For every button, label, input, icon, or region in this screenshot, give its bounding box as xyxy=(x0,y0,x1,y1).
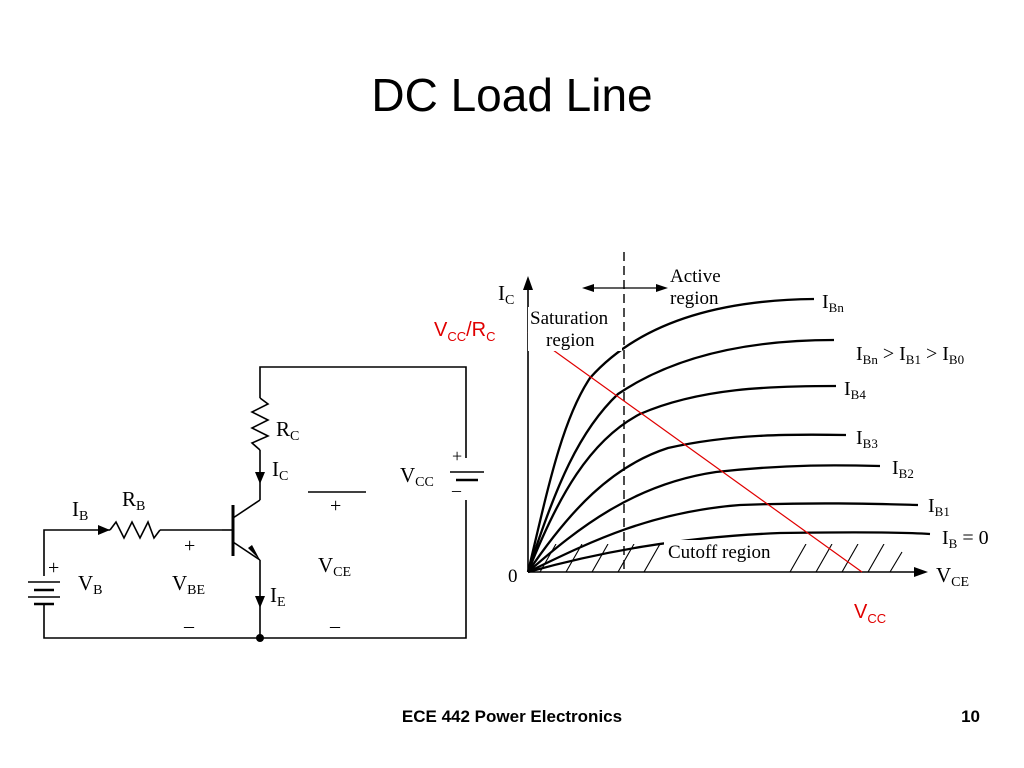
vce-minus: – xyxy=(329,615,341,637)
active-arrow-left-head xyxy=(582,284,594,292)
saturation-label-bg xyxy=(528,307,622,351)
vcc-label: VCC xyxy=(400,463,434,490)
saturation-region-label-1: Saturation xyxy=(530,308,609,329)
vb-battery xyxy=(28,581,60,606)
curve-ib2 xyxy=(527,464,881,573)
emitter-arrow xyxy=(248,545,260,560)
curve-label-ib0: IB = 0 xyxy=(942,527,989,551)
vce-label: VCE xyxy=(318,553,351,580)
vcc-plus: + xyxy=(452,446,462,466)
curve-label-ib1: IB1 xyxy=(928,495,950,519)
curve-ib4 xyxy=(526,384,837,573)
bjt-transistor xyxy=(222,499,261,561)
curve-ib0 xyxy=(527,531,931,574)
load-line-y-intercept: VCC/RC xyxy=(434,319,496,344)
curve-ib3 xyxy=(527,433,847,573)
wire-collector xyxy=(259,366,467,639)
active-region-label-1: Active xyxy=(670,266,721,287)
vce-plus: + xyxy=(330,495,341,517)
vcc-battery xyxy=(450,458,484,500)
ground-node xyxy=(256,634,264,642)
cutoff-label-bg xyxy=(664,540,788,564)
wire-base-loop xyxy=(43,529,260,639)
curve-label-ib4: IB4 xyxy=(844,378,866,402)
rb-resistor xyxy=(109,520,161,540)
x-axis-arrow xyxy=(914,567,928,577)
y-axis-label: IC xyxy=(498,281,514,308)
curve-ibn xyxy=(526,297,815,573)
ie-arrow xyxy=(255,596,265,608)
rc-resistor xyxy=(250,397,270,451)
load-line-x-intercept: VCC xyxy=(854,601,886,626)
vb-plus: + xyxy=(48,557,59,579)
characteristic-graph xyxy=(523,252,931,577)
vbe-label: VBE xyxy=(172,571,205,598)
saturation-region-label-2: region xyxy=(546,330,595,351)
curve-label-ib3: IB3 xyxy=(856,427,878,451)
slide-title: DC Load Line xyxy=(371,69,653,121)
curve-ib-upper xyxy=(526,338,835,573)
cutoff-region-label: Cutoff region xyxy=(668,542,771,563)
footer-course: ECE 442 Power Electronics xyxy=(401,707,623,726)
ib-label: IB xyxy=(72,497,88,524)
origin-label: 0 xyxy=(508,566,518,587)
ie-label: IE xyxy=(270,583,286,610)
vb-label: VB xyxy=(78,571,103,598)
x-axis-label: VCE xyxy=(936,563,969,590)
ic-arrow xyxy=(255,472,265,484)
active-arrow-right-head xyxy=(656,284,668,292)
load-line xyxy=(527,331,863,573)
y-axis-arrow xyxy=(523,276,533,290)
page-number: 10 xyxy=(961,707,980,726)
curve-ib1 xyxy=(527,502,919,574)
rc-label: RC xyxy=(276,417,299,444)
ib-arrow xyxy=(98,525,110,535)
vbe-plus: + xyxy=(184,535,195,557)
active-region-label-2: region xyxy=(670,288,719,309)
curve-label-ibn: IBn xyxy=(822,291,844,315)
rb-label: RB xyxy=(122,487,145,514)
curve-label-ib2: IB2 xyxy=(892,457,914,481)
vbe-minus: – xyxy=(183,615,195,637)
ordering-label: IBn > IB1 > IB0 xyxy=(856,343,964,367)
vcc-minus: – xyxy=(451,480,462,500)
ic-label: IC xyxy=(272,457,288,484)
